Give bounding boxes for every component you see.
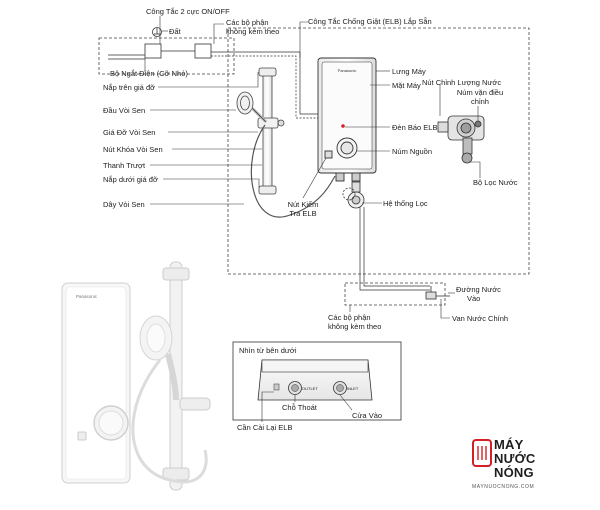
bottom-view-panel [232,341,402,421]
flow-valve-detail [437,115,485,164]
leader-lines [144,16,481,422]
label-water-inlet-1: Đường Nước [456,285,501,294]
shower-rail [257,67,285,195]
label-water-filter: Bộ Lọc Nước [473,178,518,187]
leader-main-valve [440,299,450,319]
label-back-cover: Lưng Máy [392,67,426,76]
label-slide-bar: Thanh Trượt [103,161,146,170]
label-power-knob: Núm Nguồn [392,147,433,156]
label-not-included-bot-2: không kèm theo [328,322,382,331]
shower-hose [250,124,336,218]
label-outlet-port: Chỗ Thoát [282,403,317,412]
logo-line-3: NÓNG [494,465,534,480]
label-not-included-top-1: Các bộ phận [226,18,269,27]
label-elb-test-1: Nút Kiểm [287,200,319,209]
product-photo: Panasonic [61,261,211,491]
label-shower-hose: Dây Vòi Sen [103,200,145,209]
label-inlet-port: Cửa Vào [352,411,383,420]
label-water-inlet-2: Vào [467,294,481,303]
label-main-valve: Van Nước Chính [452,314,509,323]
label-not-included-bot-1: Các bộ phận [328,313,371,322]
label-adjust-knob-1: Núm vặn điều [456,88,504,97]
label-not-included-top-2: không kèm theo [226,27,280,36]
label-elb-reset-lever: Cần Cài Lại ELB [237,423,293,432]
label-elb-lamp: Đèn Báo ELB [392,123,438,132]
leader-water-filter [470,161,481,178]
leader-top-cover [158,72,259,88]
label-shower-holder: Giá Đỡ Vòi Sen [103,128,156,137]
leader-inlet-port [339,394,353,411]
water-pipe [359,207,430,291]
leader-elb-switch [299,21,308,58]
label-outlet: OUTLET [302,386,318,391]
leader-elb-test [302,157,327,199]
label-front-cover: Mặt Máy [392,81,421,90]
label-inlet: INLET [347,386,359,391]
label-two-pole-switch: Công Tắc 2 cực ON/OFF [146,7,230,16]
photo-brand-mark: Panasonic [76,294,98,299]
leader-elb-reset [261,391,274,422]
power-cable [108,51,322,119]
label-bottom-cover: Nắp dưới giá đỡ [103,175,158,184]
heater-unit [317,57,377,182]
heater-brand-mark: Panasonic [338,68,357,73]
label-flow-adjust: Nút Chỉnh Lượng Nước [422,78,502,87]
label-top-cover: Nắp trên giá đỡ [103,83,156,92]
logo-mark [472,439,492,467]
label-elb-switch: Công Tắc Chống Giật (ELB) Lắp Sẵn [308,17,432,26]
shower-head [236,91,268,124]
leader-not-included-top [213,23,224,44]
label-bottom-view: Nhìn từ bên dưới [239,346,297,355]
label-breaker: Bộ Ngắt Điện (Cỡ Nhỏ) [110,69,188,78]
logo-line-2: NƯỚC [494,451,536,466]
label-shower-head: Đầu Vòi Sen [103,106,146,115]
label-earth: Đất [169,27,181,36]
label-adjust-knob-2: chỉnh [471,97,489,106]
earth-symbol [152,27,162,37]
label-filter-system: Hệ thống Lọc [383,199,428,208]
leader-bottom-cover [163,178,260,188]
label-shower-lock: Nút Khóa Vòi Sen [103,145,163,154]
main-valve [425,286,450,300]
label-elb-test-2: Tra ELB [289,209,317,218]
logo-line-1: MÁY [494,437,524,452]
logo-url: MAYNUOCNONG.COM [472,484,535,490]
bottom-dashed-box [344,282,446,306]
two-pole-switch [144,43,212,59]
filter-assembly [342,181,365,209]
